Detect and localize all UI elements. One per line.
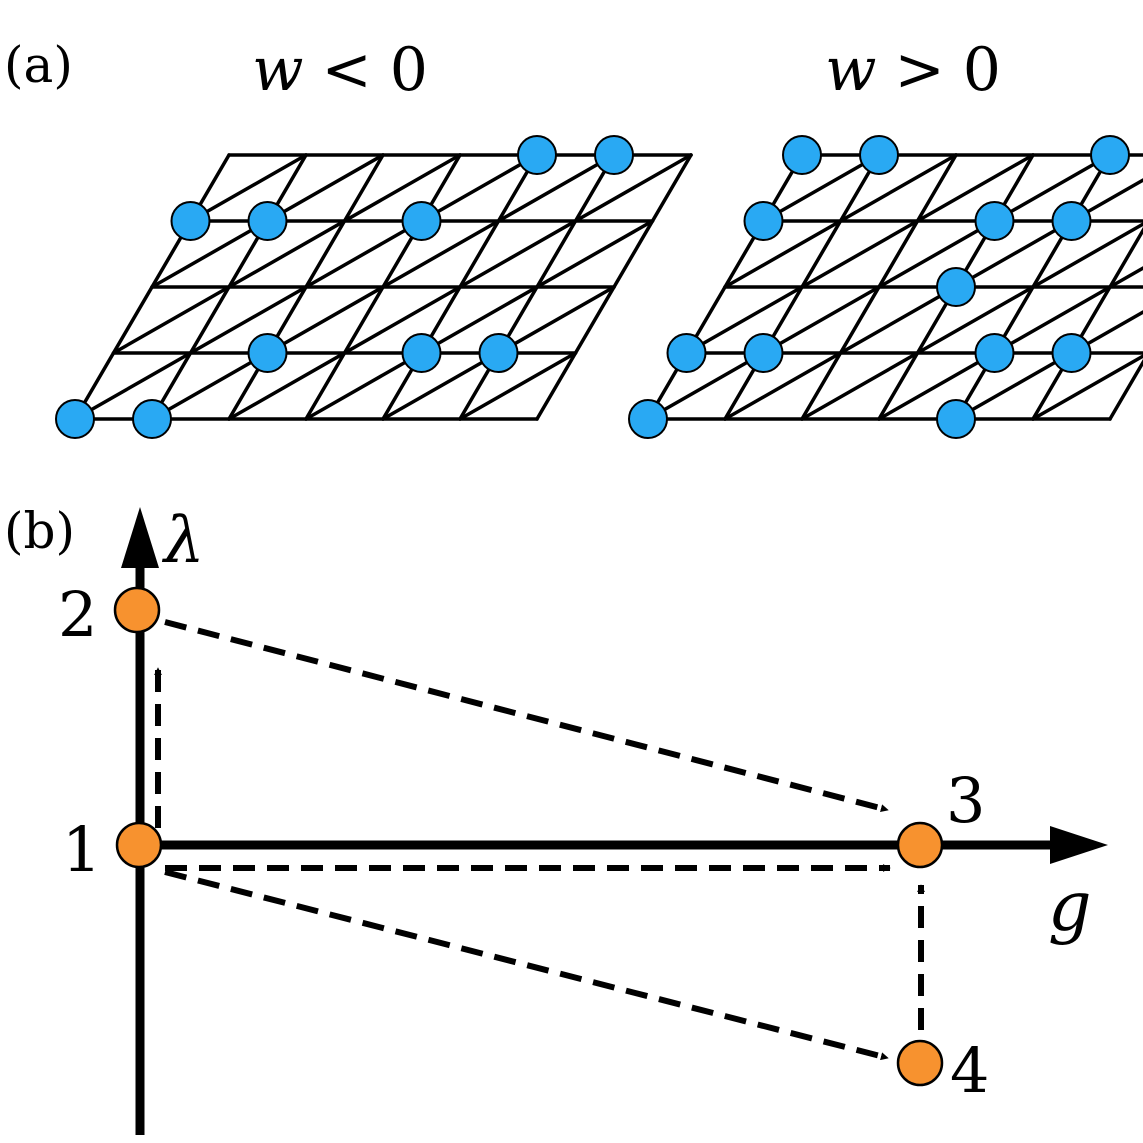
right-lattice-site	[936, 399, 976, 439]
left-lattice	[55, 135, 693, 439]
left-title-val: 0	[390, 35, 428, 105]
arrow-1-to-4	[164, 869, 889, 1061]
left-lattice-site	[132, 399, 172, 439]
left-lattice-site	[247, 333, 288, 373]
left-lattice-site	[55, 399, 95, 439]
phase-points	[113, 586, 944, 1087]
right-lattice-site	[936, 267, 976, 307]
right-title-val: 0	[963, 35, 1001, 105]
left-lattice-site	[401, 333, 442, 373]
right-lattice-bond	[800, 222, 1143, 421]
left-lattice-site	[594, 135, 634, 175]
right-lattice-site	[666, 333, 707, 373]
right-lattice-bond	[1031, 354, 1143, 421]
right-title-rel: >	[894, 35, 944, 105]
left-lattice-bond	[150, 153, 616, 421]
left-lattice-bond	[304, 219, 655, 421]
right-lattice-title: w >0	[825, 35, 1001, 105]
right-lattice-site	[974, 333, 1015, 373]
left-lattice-bond	[73, 153, 539, 421]
left-title-rel: <	[321, 35, 371, 105]
panel-a-label: (a)	[4, 36, 73, 94]
right-lattice-site	[743, 333, 784, 373]
panel-b: (b) λ g 1 2 3 4	[4, 502, 1108, 1135]
left-lattice-site	[401, 201, 442, 241]
right-lattice-bond	[877, 266, 1143, 421]
left-lattice-bond	[111, 153, 462, 355]
y-axis-arrowhead	[121, 507, 159, 568]
right-lattice-site	[974, 201, 1015, 241]
x-axis-label: g	[1048, 868, 1092, 947]
point-3	[896, 821, 944, 869]
left-lattice-site	[517, 135, 557, 175]
right-lattice-bond	[684, 153, 1035, 355]
left-lattice-site	[247, 201, 288, 241]
left-lattice-bond	[188, 153, 308, 223]
left-title-var: w	[252, 35, 303, 105]
right-title-var: w	[825, 35, 876, 105]
left-lattice-bond	[227, 153, 693, 421]
right-lattice-site	[1051, 201, 1092, 241]
point-2-label: 2	[58, 578, 97, 651]
right-lattice-bond	[1108, 358, 1143, 421]
point-4	[896, 1039, 944, 1087]
left-lattice-site	[478, 333, 519, 373]
right-lattice-site	[1051, 333, 1092, 373]
x-axis-arrowhead	[1050, 826, 1108, 864]
right-lattice-site	[1090, 135, 1130, 175]
panel-a: (a) w <0 w >0	[4, 35, 1143, 439]
right-lattice-bond	[646, 153, 1112, 421]
point-1-label: 1	[62, 813, 101, 886]
dashed-arrows	[154, 619, 925, 1061]
right-lattice-bond	[761, 153, 881, 223]
right-lattice-site	[859, 135, 899, 175]
point-4-label: 4	[950, 1034, 989, 1107]
point-3-label: 3	[946, 764, 985, 837]
left-lattice-bond	[458, 351, 578, 421]
right-lattice-site	[743, 201, 784, 241]
right-lattice-bond	[723, 153, 958, 289]
left-lattice-title: w <0	[252, 35, 428, 105]
arrow-2-to-3	[164, 619, 889, 813]
right-lattice-site	[628, 399, 668, 439]
panel-b-label: (b)	[4, 502, 75, 560]
right-lattice-site	[782, 135, 822, 175]
right-lattice	[628, 135, 1143, 439]
y-axis-label: λ	[161, 504, 205, 578]
left-lattice-site	[170, 201, 211, 241]
point-2	[113, 586, 161, 634]
point-1	[115, 821, 163, 869]
